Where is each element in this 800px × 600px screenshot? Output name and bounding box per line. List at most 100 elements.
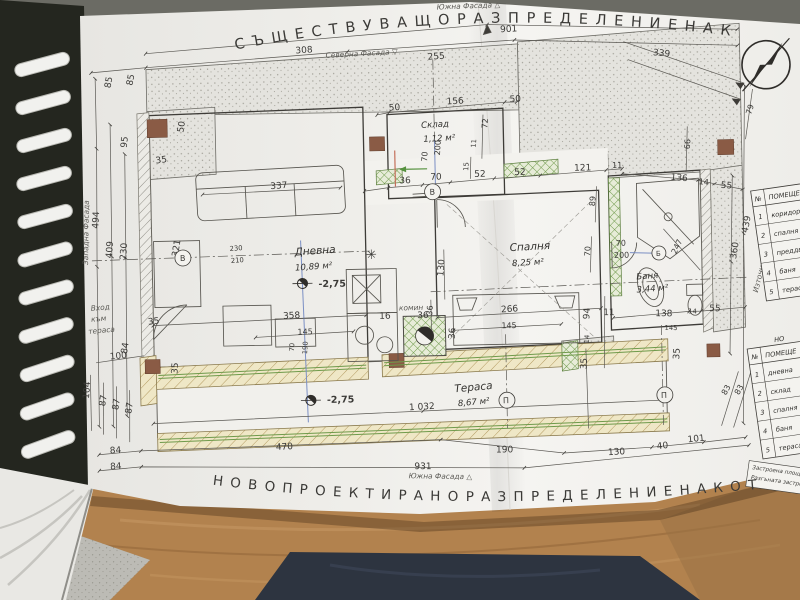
dim-label: 87 — [111, 398, 123, 411]
legend-notes: Застроена площ Разгъната застроена — [745, 460, 800, 497]
bedroom-area: 8,25 м² — [512, 257, 545, 269]
dim-label: 36 — [448, 327, 459, 339]
table-row-no: 1 — [758, 213, 763, 222]
level-value: -2,75 — [327, 394, 355, 406]
dim-label: 36 — [425, 305, 435, 316]
table-row-no: 4 — [766, 269, 771, 278]
person-leg — [255, 552, 700, 600]
dim-label: 36 — [417, 311, 429, 321]
facade-north: Северна Фасада ▽ — [325, 47, 398, 60]
marker-v: В — [429, 188, 435, 197]
table-row-name: склад — [770, 385, 792, 396]
chimney-label: комин — [399, 303, 424, 313]
table-row-no: 3 — [763, 250, 768, 259]
dim-label: 84 — [109, 446, 121, 457]
dim-label: 230 — [119, 242, 130, 260]
dim-label: 87 — [98, 394, 110, 407]
dim-label: 89 — [588, 196, 598, 207]
dim-label: 11 — [612, 161, 622, 170]
dim-label: 409 — [105, 241, 116, 259]
dim-label: 901 — [500, 24, 518, 35]
level-markers: -2,75 -2,75 — [292, 277, 355, 406]
dim-label: 84 — [110, 462, 122, 473]
page-stack-edge — [0, 468, 94, 600]
dim-label: 14 — [583, 334, 592, 343]
dim-label: 931 — [414, 462, 431, 472]
dim-label: 83 — [720, 383, 733, 396]
terrace-label: Тераса — [454, 380, 493, 395]
dim-label: 72 — [480, 118, 490, 129]
storage-label: Склад — [421, 119, 449, 131]
dim-label: 15 — [462, 162, 471, 171]
bedroom-label: Спалня — [509, 240, 550, 254]
door-width-label: 70 — [616, 239, 626, 248]
dim-label: 101 — [687, 434, 705, 446]
dim-label: 70 — [583, 246, 593, 257]
dim-label: 11 — [603, 308, 614, 318]
dim-label: 190 — [301, 341, 310, 354]
marker-p: П — [661, 391, 667, 400]
table-row-name: тераса — [782, 283, 800, 294]
dim-label: 1 032 — [409, 402, 435, 413]
dim-label: 66 — [683, 139, 693, 150]
dim-label: 210 — [231, 256, 245, 265]
table-row-name: спалня — [773, 404, 798, 415]
dim-label: 52 — [474, 170, 486, 180]
table-row-name: дневна — [766, 366, 793, 378]
dimension-lines — [89, 22, 753, 473]
table-row-name: преддве — [776, 245, 800, 257]
dim-label: 255 — [427, 52, 445, 63]
living-room-area: 10,89 м² — [295, 261, 333, 274]
table-row-name: спалня — [773, 227, 798, 238]
dim-label: 439 — [741, 215, 754, 234]
dim-label: 308 — [295, 45, 313, 56]
terrace-area: 8,67 м² — [457, 396, 490, 409]
dim-label: 14 — [688, 307, 697, 315]
table-row-name: коридор — [771, 207, 800, 219]
spiral-binding — [0, 0, 94, 600]
dim-label: 230 — [229, 244, 243, 253]
entrance-label: Вход — [90, 302, 110, 313]
dim-label: 70 — [430, 173, 442, 183]
dim-label: 100 — [109, 351, 127, 363]
dim-label: 85 — [103, 76, 115, 89]
door-height-label: 200 — [614, 251, 629, 260]
living-room-label: Дневна — [293, 244, 336, 259]
dim-label: 79 — [744, 103, 756, 115]
dim-label: 35 — [579, 358, 590, 370]
dim-label: 136 — [670, 173, 688, 184]
dim-label: 36 — [399, 176, 411, 186]
legend-table-existing: № ПОМЕЩЕ 1 коридор 2 спалня 3 преддве 4 … — [750, 180, 800, 302]
level-value: -2,75 — [318, 279, 346, 291]
flue-symbol: ✳ — [366, 248, 377, 263]
chimney-block — [402, 314, 447, 357]
table-row-no: 4 — [763, 427, 768, 436]
dim-label: 104 — [82, 381, 93, 399]
dim-label: 70 — [288, 343, 297, 352]
dim-label: 35 — [170, 362, 181, 374]
dim-label: 145 — [297, 327, 312, 336]
dim-label: 50 — [388, 103, 400, 114]
table-row-no: 3 — [760, 408, 765, 417]
dim-label: 130 — [436, 259, 447, 277]
dim-label: 50 — [176, 120, 188, 133]
bath-area: 3,44 м² — [636, 283, 669, 295]
dim-label: 358 — [283, 311, 301, 322]
marker-b: Б — [656, 250, 661, 258]
table-row-no: 5 — [765, 446, 770, 455]
dim-label: 35 — [155, 155, 168, 166]
columns-brown — [144, 119, 735, 375]
dim-label: 84 — [120, 341, 132, 354]
table-row-no: 2 — [757, 389, 762, 398]
dimension-labels: 308 901 255 339 156 50 50 11 72 15 36 70… — [82, 24, 756, 473]
dim-label: 145 — [501, 321, 516, 330]
axis-markers: В В Б П П — [174, 183, 674, 409]
table-row-name: тераса — [778, 441, 800, 452]
table-col-no: № — [753, 195, 762, 204]
dim-label: 94 — [582, 307, 593, 319]
entrance-label: тераса — [88, 325, 116, 336]
marker-v: В — [180, 254, 186, 263]
dim-label: 55 — [720, 181, 732, 192]
dim-label: 85 — [125, 73, 137, 86]
